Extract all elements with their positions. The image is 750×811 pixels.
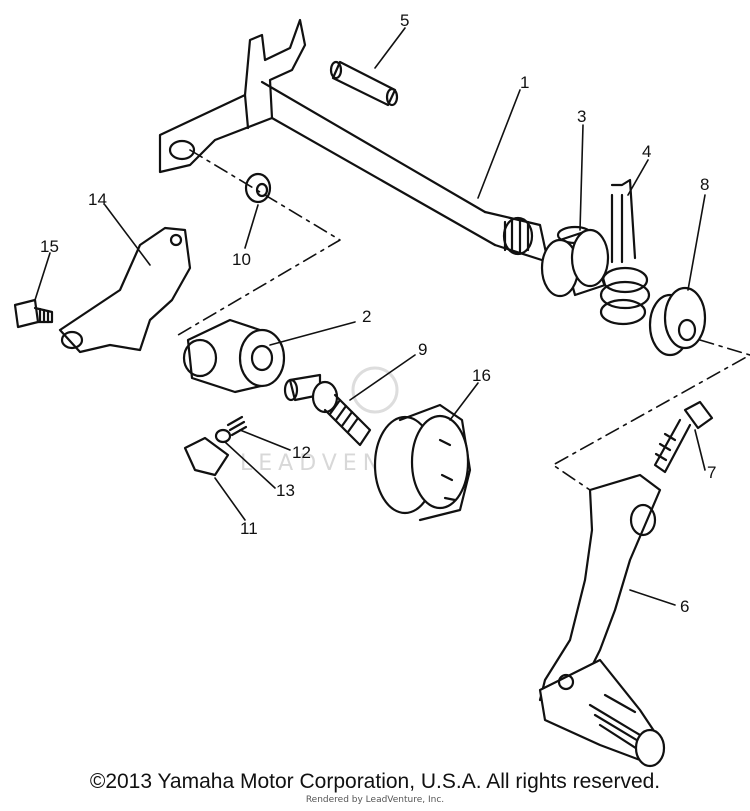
callout-13: 13 [276,481,295,500]
callout-5: 5 [400,11,409,30]
leader-lines [34,27,706,606]
part-stud-bolt [283,373,372,447]
part-segment [373,403,472,522]
part-ball-13 [214,428,232,444]
callout-8: 8 [700,175,709,194]
part-plate-11 [183,436,230,477]
part-collar [540,225,610,298]
callout-15: 15 [40,237,59,256]
part-shift-arm [182,318,286,394]
part-shift-pedal [538,473,666,768]
rendered-by-text: Rendered by LeadVenture, Inc. [305,795,445,805]
callout-10: 10 [232,250,251,269]
part-bolt-15 [13,298,54,329]
callout-6: 6 [680,597,689,616]
callout-14: 14 [88,190,107,209]
copyright-text: ©2013 Yamaha Motor Corporation, U.S.A. A… [89,770,661,793]
callout-11: 11 [240,519,258,538]
alignment-lines [177,149,750,491]
callout-labels: 5 1 3 4 8 14 15 10 2 9 16 12 13 11 7 6 [40,11,716,616]
callout-9: 9 [418,340,427,359]
callout-12: 12 [292,443,311,462]
part-bushing [648,286,707,357]
part-shift-shaft [158,18,550,264]
part-pin [329,60,399,107]
part-washer [244,172,272,204]
callout-4: 4 [642,142,651,161]
callout-7: 7 [707,463,716,482]
part-stopper-lever [58,226,192,354]
callout-1: 1 [520,73,529,92]
callout-2: 2 [362,307,371,326]
callout-3: 3 [577,107,586,126]
part-spring [599,178,651,326]
part-bolt-7 [653,400,714,474]
callout-16: 16 [472,366,491,385]
part-spring-12 [226,415,248,437]
